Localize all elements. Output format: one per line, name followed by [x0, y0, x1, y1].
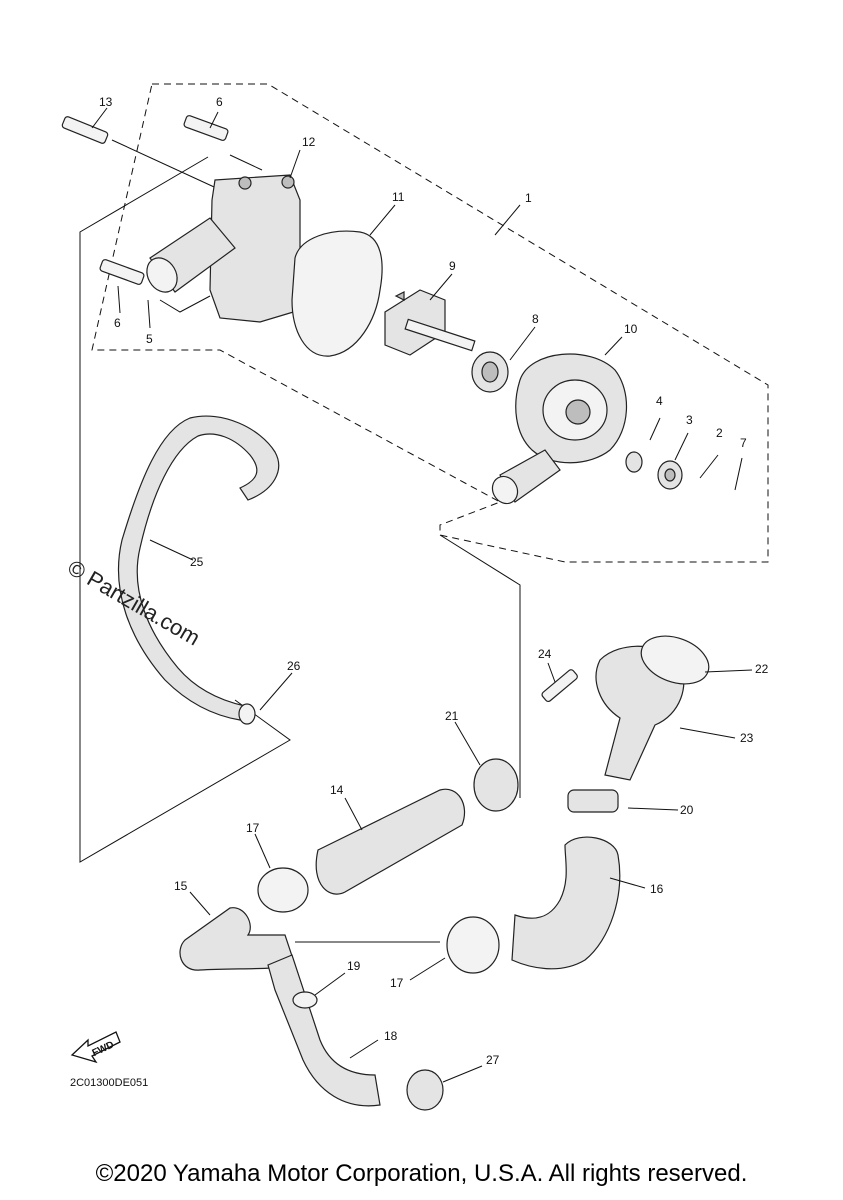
- diagram-code: 2C01300DE051: [70, 1077, 148, 1089]
- callouts: 1 2 3 4 5 6 6 7 8 9 10 11 12 13 14 15 16…: [99, 95, 769, 1067]
- clamp-26: [238, 703, 256, 725]
- callout-14: 14: [330, 783, 344, 797]
- washer-4: [625, 451, 643, 473]
- callout-22: 22: [755, 662, 769, 676]
- pump-housing: [491, 353, 627, 505]
- callout-11: 11: [392, 190, 405, 204]
- pump-cover: [146, 174, 301, 323]
- bolt-6-lower: [99, 259, 145, 285]
- oil-seal: [471, 351, 509, 393]
- impeller-shaft: [384, 289, 476, 356]
- callout-26: 26: [287, 659, 301, 673]
- hose-14: [315, 788, 466, 895]
- callout-8: 8: [532, 312, 539, 326]
- gasket: [291, 230, 383, 357]
- bolt-6-upper: [183, 115, 229, 141]
- callout-1: 1: [525, 191, 532, 205]
- clamp-27: [406, 1069, 444, 1111]
- bolt-24: [541, 669, 578, 703]
- bearing-3: [657, 460, 683, 490]
- callout-6-lower: 6: [114, 316, 121, 330]
- clamp-21: [473, 758, 519, 812]
- callout-16: 16: [650, 882, 664, 896]
- callout-23: 23: [740, 731, 754, 745]
- fwd-arrow-icon: FWD: [70, 1031, 121, 1064]
- hose-25: [117, 415, 280, 721]
- callout-10: 10: [624, 322, 638, 336]
- callout-15: 15: [174, 879, 188, 893]
- thermostat-cover: [595, 645, 685, 781]
- clamp-19: [292, 991, 318, 1009]
- hose-16: [511, 836, 621, 970]
- fitting-20: [567, 789, 619, 813]
- callout-13: 13: [99, 95, 113, 109]
- callout-21: 21: [445, 709, 459, 723]
- callout-19: 19: [347, 959, 361, 973]
- callout-20: 20: [680, 803, 694, 817]
- callout-24: 24: [538, 647, 552, 661]
- callout-27: 27: [486, 1053, 500, 1067]
- clamp-17-lower: [446, 916, 500, 974]
- frame-lines: [79, 154, 521, 863]
- assembly-boundary: [91, 83, 769, 563]
- callout-5: 5: [146, 332, 153, 346]
- callout-9: 9: [449, 259, 456, 273]
- callout-17-lower: 17: [390, 976, 404, 990]
- callout-18: 18: [384, 1029, 398, 1043]
- callout-12: 12: [302, 135, 316, 149]
- copyright-notice: ©2020 Yamaha Motor Corporation, U.S.A. A…: [95, 1160, 748, 1187]
- clamp-17-upper: [257, 867, 309, 913]
- callout-6-upper: 6: [216, 95, 223, 109]
- callout-25: 25: [190, 555, 204, 569]
- bolt-13: [61, 116, 226, 193]
- callout-2: 2: [716, 426, 723, 440]
- callout-leaders: [91, 107, 753, 1083]
- callout-7: 7: [740, 436, 747, 450]
- callout-17-upper: 17: [246, 821, 260, 835]
- callout-3: 3: [686, 413, 693, 427]
- hose-18: [267, 954, 381, 1107]
- callout-4: 4: [656, 394, 663, 408]
